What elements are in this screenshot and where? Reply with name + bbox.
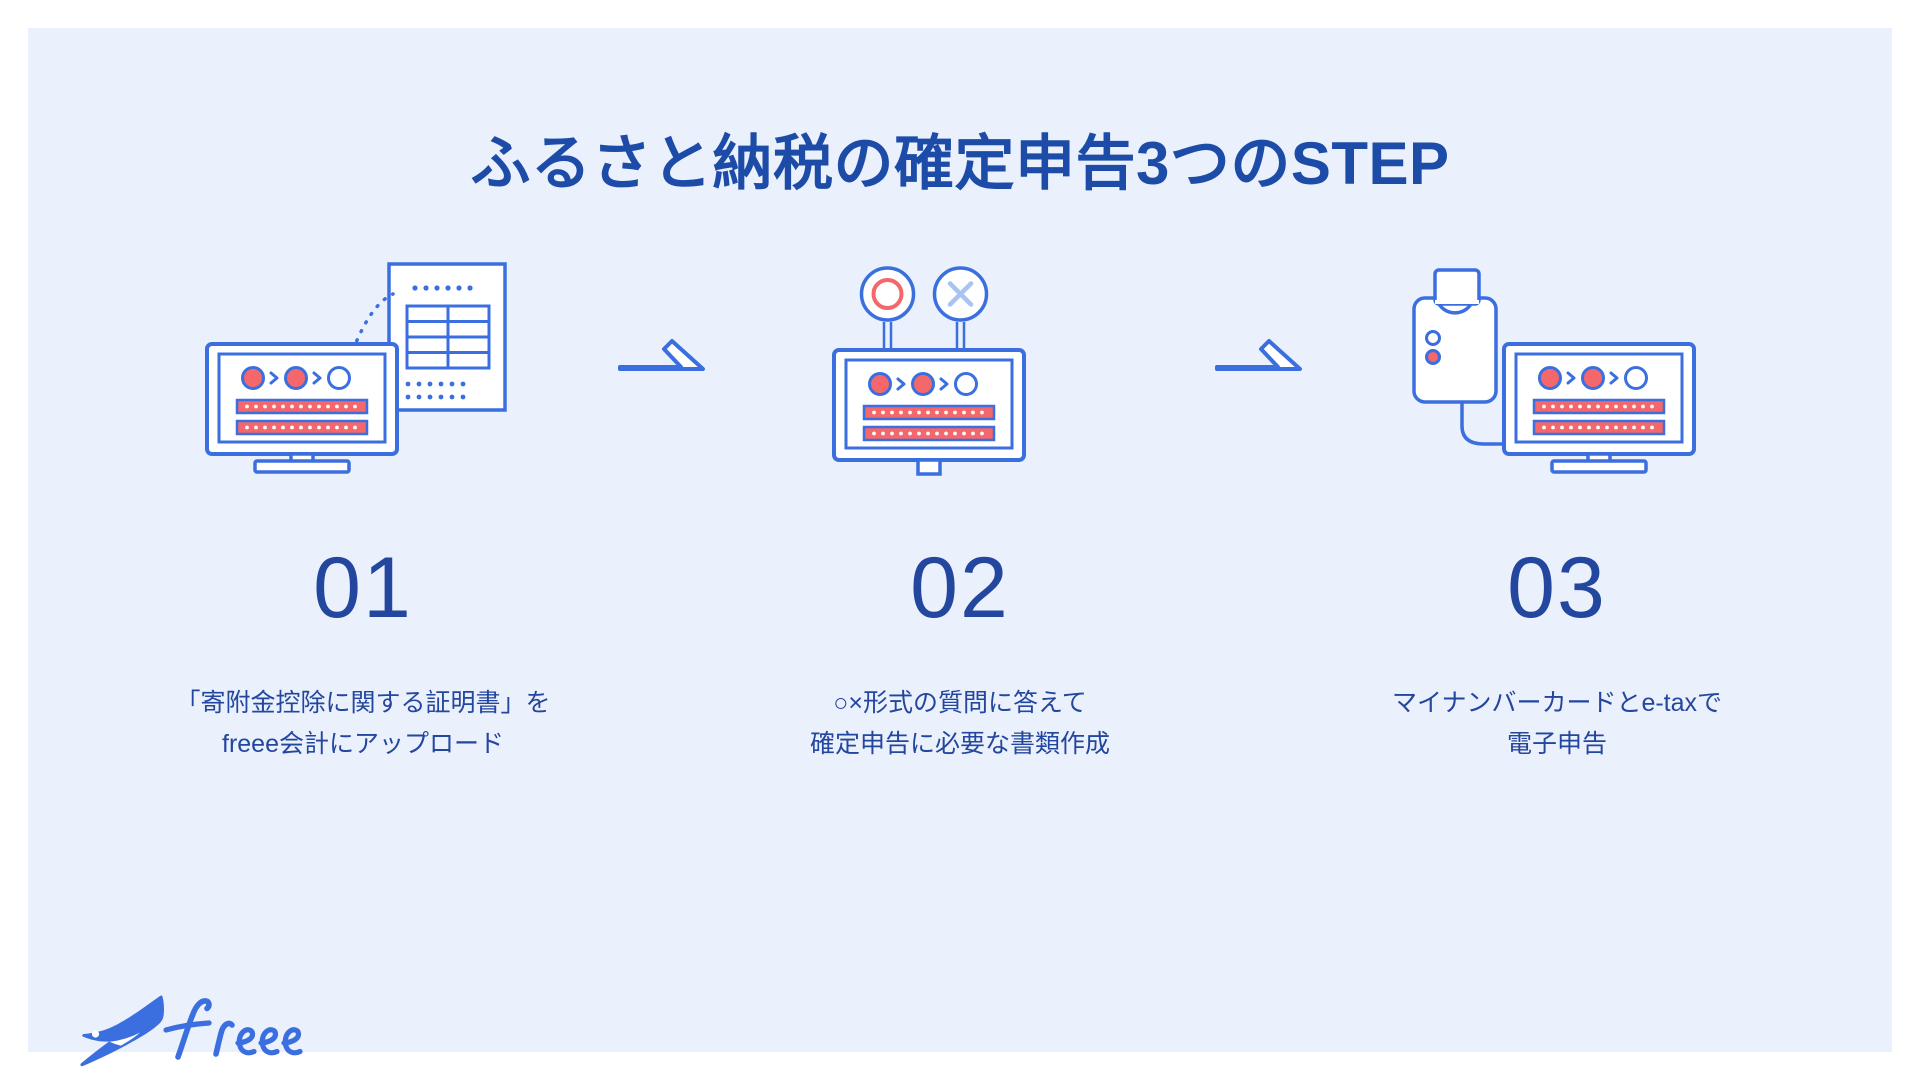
step-illustration-02 [745,243,1175,476]
step-number-03: 03 [1507,540,1607,636]
step-number-02: 02 [910,540,1010,636]
freee-wordmark [163,998,303,1060]
step-card-03: 03 マイナンバーカードとe-taxで 電子申告 [1342,243,1772,764]
maru-paddle-icon [859,266,916,358]
freee-logo [78,990,308,1068]
step-number-01: 01 [313,540,413,636]
connector-arrow-2 [1204,243,1314,473]
monitor-icon [1502,342,1696,474]
monitor-icon [832,348,1026,476]
step-caption-03: マイナンバーカードとe-taxで 電子申告 [1391,689,1723,758]
connector-arrow-1 [607,243,717,473]
swallow-bird-icon [80,995,164,1067]
batsu-paddle-icon [932,266,989,358]
mynumber-card-icon [1433,268,1481,306]
step-card-01: 01 「寄附金控除に関する証明書」を freee会計にアップロード [148,243,578,764]
step-illustration-01 [148,243,578,474]
page-title: ふるさと納税の確定申告3つのSTEP [470,130,1450,198]
step-card-02: 02 ○×形式の質問に答えて 確定申告に必要な書類作成 [745,243,1175,764]
arrow-right-icon [1214,339,1302,371]
step-caption-01: 「寄附金控除に関する証明書」を freee会計にアップロード [175,689,551,758]
cable-icon [1460,398,1522,446]
step-illustration-03 [1342,243,1772,474]
card-reader-icon [1412,268,1498,404]
slide-panel: ふるさと納税の確定申告3つのSTEP [28,28,1892,1067]
arrow-right-icon [617,339,705,371]
step-caption-02: ○×形式の質問に答えて 確定申告に必要な書類作成 [809,689,1110,758]
upload-arc-icon [351,292,395,352]
document-icon [387,262,507,412]
steps-row: 01 「寄附金控除に関する証明書」を freee会計にアップロード [148,243,1772,764]
monitor-icon [205,342,399,474]
